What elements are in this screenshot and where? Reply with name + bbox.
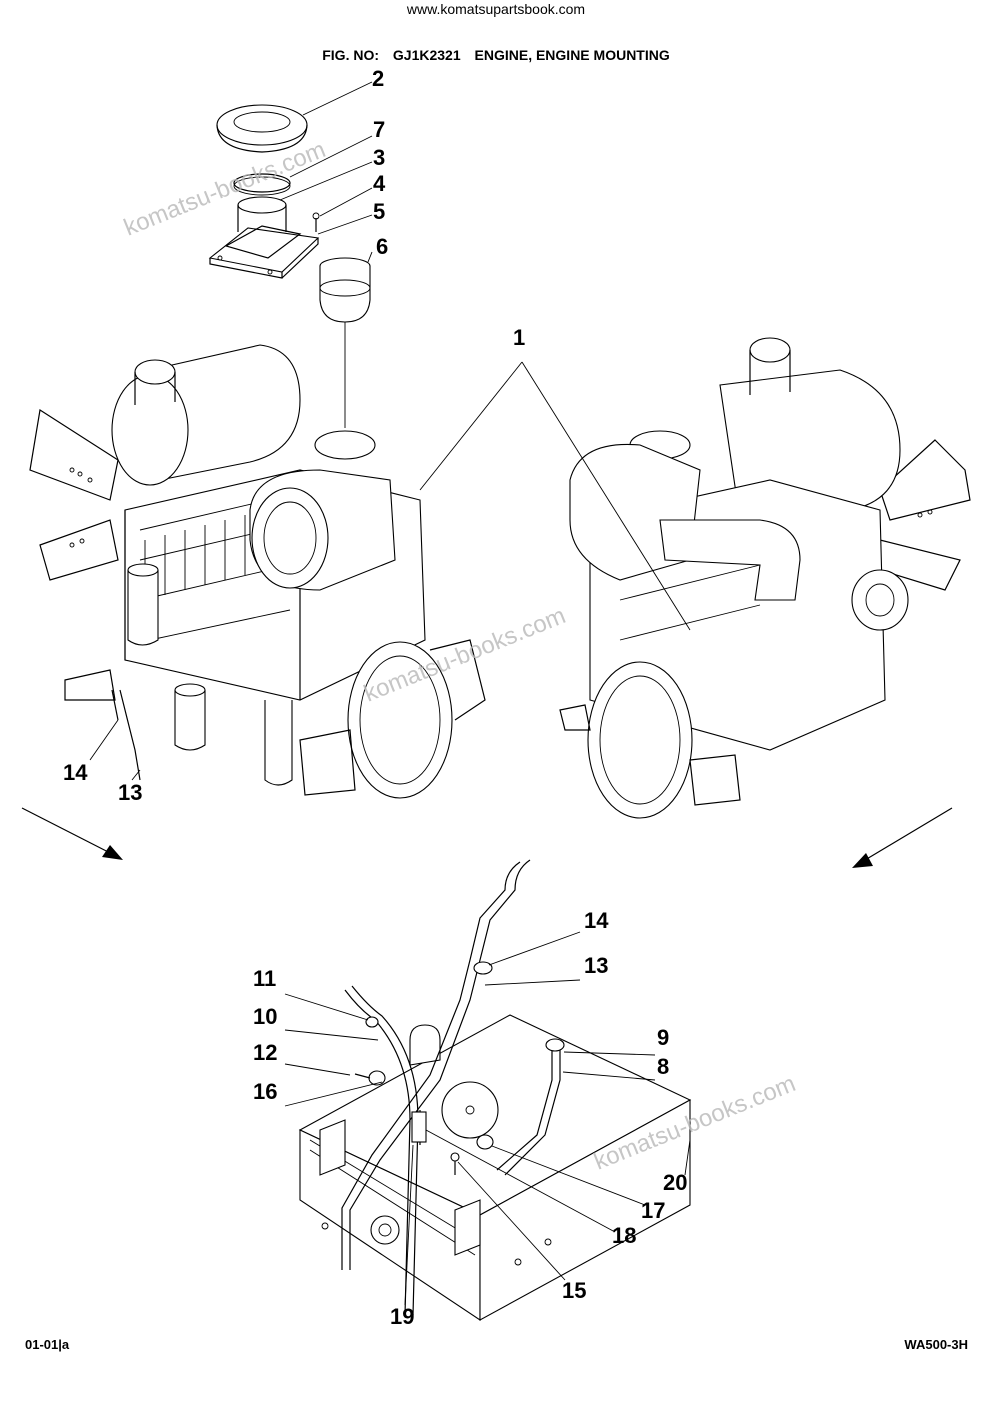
fig-number: GJ1K2321 bbox=[392, 47, 461, 63]
watermark-1: komatsu-books.com bbox=[120, 136, 329, 241]
callout-4: 4 bbox=[373, 171, 386, 196]
callout-19: 19 bbox=[390, 1304, 414, 1329]
bracket-assembly bbox=[298, 1014, 692, 1322]
figure-header: FIG. NO: GJ1K2321 ENGINE, ENGINE MOUNTIN… bbox=[0, 47, 992, 63]
callout-17: 17 bbox=[641, 1198, 665, 1223]
fig-title: ENGINE, ENGINE MOUNTING bbox=[474, 47, 670, 63]
callout-7: 7 bbox=[373, 117, 385, 142]
page-code: 01-01|a bbox=[25, 1337, 70, 1352]
callout-16: 16 bbox=[253, 1079, 277, 1104]
callout-14-top: 14 bbox=[63, 760, 88, 785]
model-code: WA500-3H bbox=[904, 1337, 968, 1352]
callout-3: 3 bbox=[373, 145, 385, 170]
engine-right-view bbox=[559, 337, 971, 819]
precleaner-cap bbox=[216, 104, 308, 153]
callout-2: 2 bbox=[372, 66, 384, 91]
callout-13-top: 13 bbox=[118, 780, 142, 805]
callout-15: 15 bbox=[562, 1278, 586, 1303]
hose-8 bbox=[496, 1038, 565, 1176]
hose-13 bbox=[341, 859, 531, 1270]
callout-14-bottom: 14 bbox=[584, 908, 609, 933]
clamp-ring bbox=[233, 173, 291, 196]
bolt-4 bbox=[312, 212, 320, 232]
clamps bbox=[354, 961, 494, 1175]
callout-9: 9 bbox=[657, 1025, 669, 1050]
direction-arrow-right bbox=[852, 807, 953, 868]
callout-8: 8 bbox=[657, 1054, 669, 1079]
engine-left-view bbox=[29, 344, 486, 799]
fig-label: FIG. NO: bbox=[322, 47, 380, 63]
callout-18: 18 bbox=[612, 1223, 636, 1248]
hose-10 bbox=[344, 985, 419, 1316]
callout-11: 11 bbox=[253, 966, 276, 991]
callout-12: 12 bbox=[253, 1040, 277, 1065]
direction-arrow-left bbox=[21, 807, 123, 860]
source-url: www.komatsupartsbook.com bbox=[406, 1, 586, 17]
leader-lines bbox=[89, 81, 691, 1306]
callout-10: 10 bbox=[253, 1004, 277, 1029]
callout-20: 20 bbox=[663, 1170, 687, 1195]
rubber-sleeve-6 bbox=[319, 257, 371, 323]
intake-adapter bbox=[208, 196, 320, 279]
callout-5: 5 bbox=[373, 199, 385, 224]
callout-13-bottom: 13 bbox=[584, 953, 608, 978]
callout-6: 6 bbox=[376, 234, 388, 259]
callout-1: 1 bbox=[513, 325, 525, 350]
